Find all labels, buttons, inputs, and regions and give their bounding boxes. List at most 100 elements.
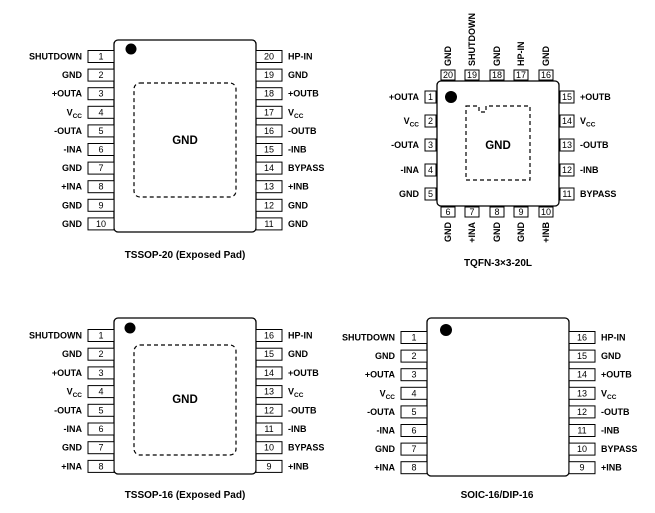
pin-5-number: 5 bbox=[98, 126, 103, 136]
tssop16-caption: TSSOP-16 (Exposed Pad) bbox=[125, 490, 246, 501]
pin-20-box bbox=[440, 69, 456, 81]
tqfn20-exposed-pad bbox=[465, 105, 531, 181]
pin-1-box bbox=[400, 331, 428, 344]
pin-14-box bbox=[255, 161, 283, 175]
pin-3-number: 3 bbox=[98, 368, 103, 378]
pin-label-bypass: BYPASS bbox=[580, 189, 616, 199]
tqfn20-caption: TQFN-3×3-20L bbox=[464, 258, 532, 269]
pin-label-ina: -INA bbox=[377, 426, 396, 436]
pin-11-number: 11 bbox=[577, 426, 586, 436]
pin-18-box bbox=[255, 87, 283, 101]
pin-9-box bbox=[87, 198, 115, 212]
pin-13-number: 13 bbox=[264, 182, 274, 192]
pin-7-box bbox=[87, 161, 115, 175]
pin-8-box bbox=[489, 206, 505, 218]
pin-10-number: 10 bbox=[264, 443, 274, 453]
pin-label-shutdown: SHUTDOWN bbox=[29, 331, 82, 341]
pin-label-outa: +OUTA bbox=[365, 370, 396, 380]
pin-label-gnd: GND bbox=[288, 349, 309, 359]
pin-10-number: 10 bbox=[541, 207, 551, 217]
pin-label-ina: +INA bbox=[61, 182, 82, 192]
pin-label-ina: -INA bbox=[64, 424, 83, 434]
pin-label-gnd: GND bbox=[443, 222, 453, 243]
pin-2-number: 2 bbox=[428, 116, 433, 126]
pin-15-number: 15 bbox=[264, 349, 274, 359]
pin-15-box bbox=[255, 143, 283, 156]
pin-label-inb: -INB bbox=[288, 145, 307, 155]
pin-label-inb: -INB bbox=[580, 165, 599, 175]
pin-7-number: 7 bbox=[469, 207, 474, 217]
pin-9-box bbox=[568, 461, 596, 475]
pin-4-box bbox=[400, 386, 428, 400]
pin-10-box bbox=[87, 217, 115, 231]
pin1-marker-dot bbox=[445, 91, 457, 103]
pin-14-number: 14 bbox=[562, 116, 572, 126]
pin1-marker-dot bbox=[125, 43, 137, 55]
pin-label-shutdown: SHUTDOWN bbox=[342, 333, 395, 343]
pin-label-v-cc: VCC bbox=[601, 388, 617, 401]
pin-1-number: 1 bbox=[428, 92, 433, 102]
pin-13-number: 13 bbox=[577, 388, 587, 398]
pin-7-box bbox=[400, 442, 428, 456]
pin-11-box bbox=[568, 424, 596, 437]
pin-13-box bbox=[255, 180, 283, 194]
pin-11-number: 11 bbox=[264, 424, 273, 434]
pin-13-number: 13 bbox=[264, 387, 274, 397]
pin-4-box bbox=[87, 105, 115, 119]
pin-19-number: 19 bbox=[264, 70, 274, 80]
pin-label-v-cc: VCC bbox=[380, 388, 396, 401]
pin-label-bypass: BYPASS bbox=[288, 443, 324, 453]
pin-10-box bbox=[255, 441, 283, 455]
pin-label-v-cc: VCC bbox=[288, 387, 304, 400]
pin-3-box bbox=[400, 368, 428, 382]
pin-11-number: 11 bbox=[264, 219, 273, 229]
pin-10-box bbox=[568, 442, 596, 456]
pin-9-box bbox=[513, 206, 529, 218]
pin-label-v-cc: VCC bbox=[288, 107, 304, 120]
pin-label-ina: +INA bbox=[374, 463, 395, 473]
pin-11-box bbox=[559, 187, 575, 201]
tqfn20-package: GND 20GND19SHUTDOWN18GND17HP-IN16GND6GND… bbox=[389, 13, 616, 269]
pin-12-box bbox=[255, 403, 283, 417]
pin-14-box bbox=[568, 368, 596, 382]
pin-7-number: 7 bbox=[98, 163, 103, 173]
pin-12-box bbox=[255, 198, 283, 212]
pin-label-outb: -OUTB bbox=[288, 405, 317, 415]
pin-13-box bbox=[255, 385, 283, 399]
pin-1-box bbox=[87, 329, 115, 342]
pin-9-box bbox=[255, 459, 283, 473]
pin-12-number: 12 bbox=[577, 407, 587, 417]
pin-label-gnd: GND bbox=[399, 189, 420, 199]
pin-label-gnd: GND bbox=[443, 46, 453, 67]
pin-16-number: 16 bbox=[577, 333, 587, 343]
soic16-package: 1SHUTDOWN2GND3+OUTA4VCC5-OUTA6-INA7GND8+… bbox=[342, 317, 637, 501]
pin1-marker-dot bbox=[440, 324, 452, 336]
pin-3-box bbox=[87, 87, 115, 101]
pin-11-number: 11 bbox=[562, 189, 571, 199]
pin-label-hp-in: HP-IN bbox=[288, 331, 313, 341]
pin-5-number: 5 bbox=[428, 189, 433, 199]
pin-9-number: 9 bbox=[579, 463, 584, 473]
pin-2-number: 2 bbox=[98, 70, 103, 80]
pin1-marker-dot bbox=[124, 322, 136, 334]
soic16-body bbox=[426, 317, 570, 477]
pin-14-box bbox=[255, 366, 283, 380]
pin-4-box bbox=[87, 385, 115, 399]
pin-16-number: 16 bbox=[264, 126, 274, 136]
pin-9-number: 9 bbox=[518, 207, 523, 217]
pin-label-hp-in: HP-IN bbox=[601, 333, 626, 343]
pin-8-number: 8 bbox=[98, 461, 103, 471]
pin-label-gnd: GND bbox=[601, 351, 622, 361]
pin-9-number: 9 bbox=[98, 200, 103, 210]
tssop20-pad-label: GND bbox=[172, 135, 198, 147]
pin-8-number: 8 bbox=[494, 207, 499, 217]
pin-17-number: 17 bbox=[264, 107, 274, 117]
pin-label-gnd: GND bbox=[375, 351, 396, 361]
pin-16-box bbox=[568, 331, 596, 344]
pin-label-hp-in: HP-IN bbox=[288, 52, 313, 62]
pin-7-box bbox=[464, 206, 480, 218]
pin-label-bypass: BYPASS bbox=[601, 444, 637, 454]
pin-2-number: 2 bbox=[411, 351, 416, 361]
pin-8-box bbox=[87, 459, 115, 473]
pin-label-gnd: GND bbox=[62, 349, 83, 359]
